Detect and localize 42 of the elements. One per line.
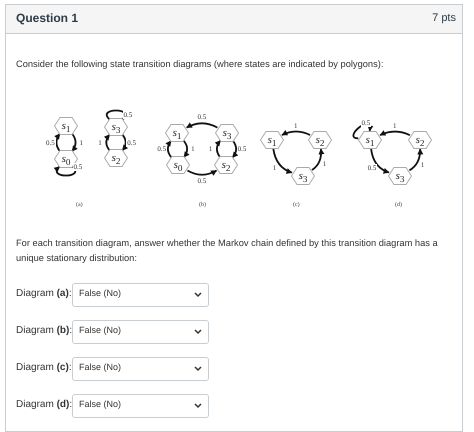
dropdown: False (No): [72, 394, 209, 418]
state-hexagon: s$_{1}$: [260, 131, 284, 149]
state-hexagon: s$_{1}$: [54, 117, 78, 135]
state-hexagon: s$_{3}$: [215, 124, 239, 142]
question-title: Question 1: [16, 11, 78, 25]
state-hexagon: s$_{1}$: [165, 124, 189, 142]
transition-arrow: [380, 130, 410, 136]
transition-arrow: [122, 134, 128, 151]
transition-arrow: [370, 148, 390, 174]
transition-arrow: [408, 148, 424, 172]
transition-arrow: [54, 166, 76, 176]
transition-arrow: [311, 148, 324, 171]
state-hexagon: s$_{2}$: [214, 156, 238, 174]
dropdown: False (No): [72, 357, 209, 381]
transition-arrow: [104, 134, 110, 151]
field-label: Diagram (d):: [16, 399, 72, 410]
state-hexagon: s$_{3}$: [388, 167, 412, 185]
transition-arrow: [232, 140, 238, 158]
question-text: For each transition diagram, answer whether the Markov chain defined by this transition diagram has a unique stationary distribution:: [16, 237, 439, 265]
transition-arrow: [71, 133, 78, 152]
points-label: 7 pts: [432, 12, 456, 24]
state-hexagon: s$_{0}$: [166, 156, 190, 174]
state-hexagon: s$_{2}$: [104, 149, 128, 167]
transition-arrow: [54, 133, 61, 152]
transition-arrow: [281, 130, 310, 136]
state-hexagon: s$_{2}$: [408, 131, 432, 149]
transition-arrow: [186, 122, 218, 128]
dropdown: False (No): [72, 320, 209, 344]
instruction-text: Consider the following state transition diagrams (where states are indicated by polygons):: [16, 59, 384, 69]
state-hexagon: s$_{1}$: [358, 131, 382, 149]
field-label: Diagram (a):: [16, 288, 72, 299]
transition-arrow: [182, 140, 190, 158]
transition-arrow: [166, 140, 172, 158]
field-label: Diagram (b):: [16, 325, 72, 336]
state-hexagon: s$_{3}$: [104, 118, 128, 136]
dropdown: False (No): [72, 283, 209, 307]
field-label: Diagram (c):: [16, 362, 72, 373]
state-hexagon: s$_{3}$: [291, 167, 315, 185]
transition-arrow: [214, 140, 222, 158]
state-hexagon: s$_{2}$: [308, 131, 332, 149]
transition-arrow: [187, 170, 218, 176]
transition-arrow: [272, 148, 292, 174]
